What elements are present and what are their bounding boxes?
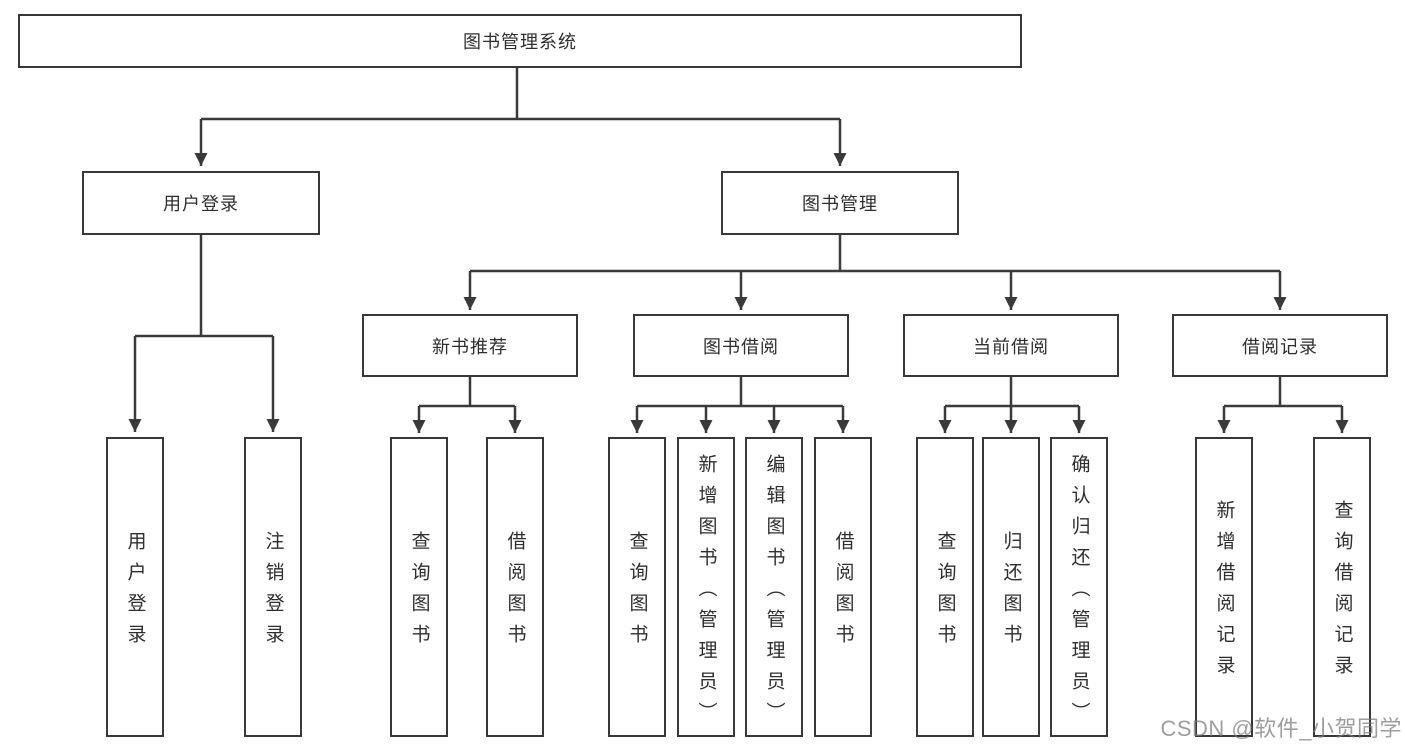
node-borrow-record: 借阅记录: [1172, 314, 1388, 377]
node-new-book-recommend: 新书推荐: [362, 314, 578, 377]
node-book-management: 图书管理: [721, 171, 959, 235]
node-book-borrow: 图书借阅: [633, 314, 849, 377]
node-root-label: 图书管理系统: [463, 32, 577, 52]
node-leaf-add-borrow-record-label: 新增借阅记录: [1213, 500, 1235, 686]
node-leaf-current-query-book-label: 查询图书: [934, 531, 956, 655]
node-leaf-recommend-borrow-book: 借阅图书: [486, 437, 544, 737]
node-leaf-user-login-label: 用户登录: [124, 531, 146, 655]
node-leaf-recommend-query-book: 查询图书: [390, 437, 448, 737]
node-leaf-logout-label: 注销登录: [262, 531, 284, 655]
node-user-login: 用户登录: [82, 171, 320, 235]
node-leaf-user-login: 用户登录: [106, 437, 164, 737]
node-root: 图书管理系统: [18, 14, 1022, 68]
node-book-management-label: 图书管理: [802, 194, 878, 214]
node-leaf-edit-book-admin: 编辑图书（管理员）: [745, 437, 803, 737]
node-leaf-query-borrow-record: 查询借阅记录: [1313, 437, 1371, 737]
node-leaf-add-book-admin-label: 新增图书（管理员）: [695, 453, 717, 733]
node-user-login-label: 用户登录: [163, 194, 239, 214]
csdn-watermark: CSDN @软件_小贺同学: [1160, 716, 1402, 741]
node-leaf-borrow-book: 借阅图书: [814, 437, 872, 737]
node-leaf-borrow-query-book-label: 查询图书: [626, 531, 648, 655]
node-leaf-add-book-admin: 新增图书（管理员）: [677, 437, 735, 737]
node-current-borrow-label: 当前借阅: [973, 336, 1049, 357]
node-leaf-borrow-book-label: 借阅图书: [832, 531, 854, 655]
node-leaf-confirm-return-admin-label: 确认归还（管理员）: [1068, 453, 1090, 733]
node-book-borrow-label: 图书借阅: [703, 336, 779, 357]
node-leaf-current-query-book: 查询图书: [916, 437, 974, 737]
node-leaf-query-borrow-record-label: 查询借阅记录: [1331, 500, 1353, 686]
node-current-borrow: 当前借阅: [903, 314, 1119, 377]
node-leaf-add-borrow-record: 新增借阅记录: [1195, 437, 1253, 737]
node-new-book-recommend-label: 新书推荐: [432, 336, 508, 357]
node-leaf-return-book-label: 归还图书: [1000, 531, 1022, 655]
node-borrow-record-label: 借阅记录: [1242, 336, 1318, 357]
node-leaf-borrow-query-book: 查询图书: [608, 437, 666, 737]
node-leaf-return-book: 归还图书: [982, 437, 1040, 737]
node-leaf-recommend-query-book-label: 查询图书: [408, 531, 430, 655]
node-leaf-confirm-return-admin: 确认归还（管理员）: [1050, 437, 1108, 737]
node-leaf-logout: 注销登录: [244, 437, 302, 737]
node-leaf-recommend-borrow-book-label: 借阅图书: [504, 531, 526, 655]
node-leaf-edit-book-admin-label: 编辑图书（管理员）: [763, 453, 785, 733]
